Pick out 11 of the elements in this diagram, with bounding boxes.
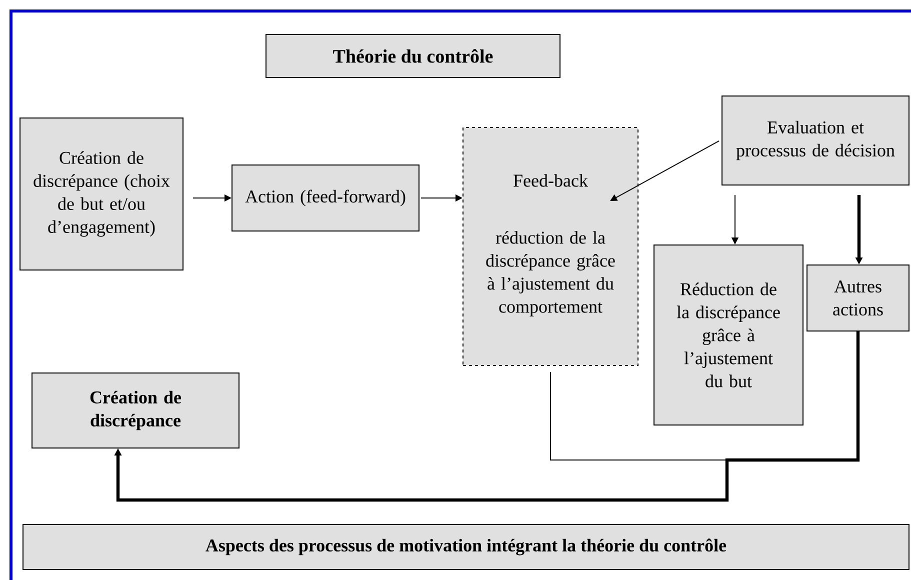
arrow: [610, 140, 720, 201]
process-box: Création de discrépance: [32, 372, 240, 448]
process-box: Création de discrépance (choix de but et/ou d’engagement): [20, 118, 184, 270]
arrow: [114, 331, 860, 502]
process-box: Evaluation et processus de décision: [722, 96, 910, 186]
title-box: Théorie du contrôle: [266, 34, 560, 78]
caption-box: Aspects des processus de motivation intégrant la théorie du contrôle: [22, 524, 910, 570]
process-box: Action (feed-forward): [232, 164, 420, 232]
process-box: Autres actions: [806, 264, 910, 332]
dashed-box: Feed-back réduction de la discrépance grâce à l’ajustement du comportement: [462, 127, 638, 366]
process-box: Réduction de la discrépance grâce à l’ajustement du but: [654, 244, 804, 426]
